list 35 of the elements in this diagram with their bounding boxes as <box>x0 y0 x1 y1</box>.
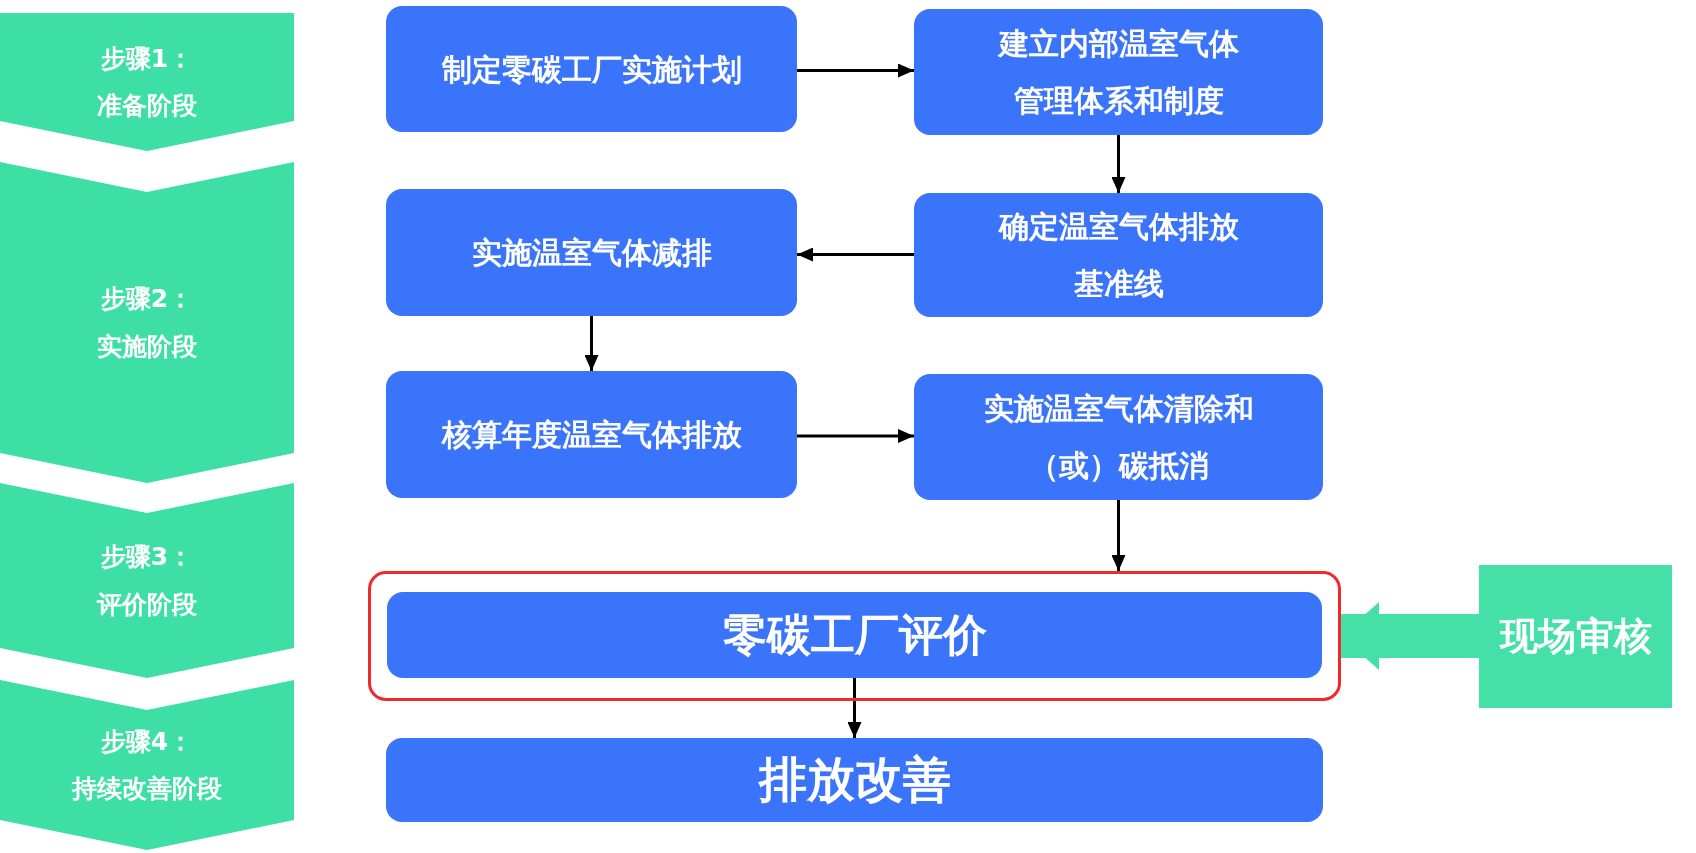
process-box <box>914 374 1323 500</box>
arrow <box>1341 602 1479 670</box>
arrow <box>1111 500 1126 571</box>
audit-box <box>1479 565 1672 708</box>
step-number: 步骤1： <box>100 42 194 75</box>
step-number: 步骤3： <box>100 541 194 573</box>
box-text: 建立内部温室气体管理体系和制度 <box>996 25 1240 120</box>
box-text: 现场审核 <box>1499 613 1652 660</box>
box-text: 实施温室气体减排 <box>471 234 712 272</box>
step-title: 准备阶段 <box>97 90 197 122</box>
arrow <box>797 429 914 443</box>
arrow <box>1111 135 1126 193</box>
process-box <box>914 193 1323 317</box>
step-title: 评价阶段 <box>97 588 197 621</box>
box-text: 确定温室气体排放基准线 <box>997 208 1240 303</box>
highlight-frame <box>368 571 1341 701</box>
arrow <box>797 63 914 78</box>
step-number: 步骤2： <box>100 283 194 315</box>
process-box <box>386 189 797 316</box>
step-title: 实施阶段 <box>97 330 197 363</box>
box-text: 制定零碳工厂实施计划 <box>441 50 742 89</box>
process-box <box>386 371 797 498</box>
step-title: 持续改善阶段 <box>72 773 222 805</box>
arrow <box>797 247 914 262</box>
box-text: 排放改善 <box>758 750 951 810</box>
process-box <box>386 6 797 132</box>
process-box <box>387 592 1322 678</box>
process-box <box>914 9 1323 135</box>
box-text: 实施温室气体清除和（或）碳抵消 <box>982 390 1255 485</box>
process-box <box>386 738 1323 822</box>
box-text: 零碳工厂评价 <box>722 608 987 663</box>
arrow <box>584 316 599 371</box>
arrow <box>847 678 862 738</box>
step-number: 步骤4： <box>100 725 194 758</box>
box-text: 核算年度温室气体排放 <box>441 416 742 454</box>
